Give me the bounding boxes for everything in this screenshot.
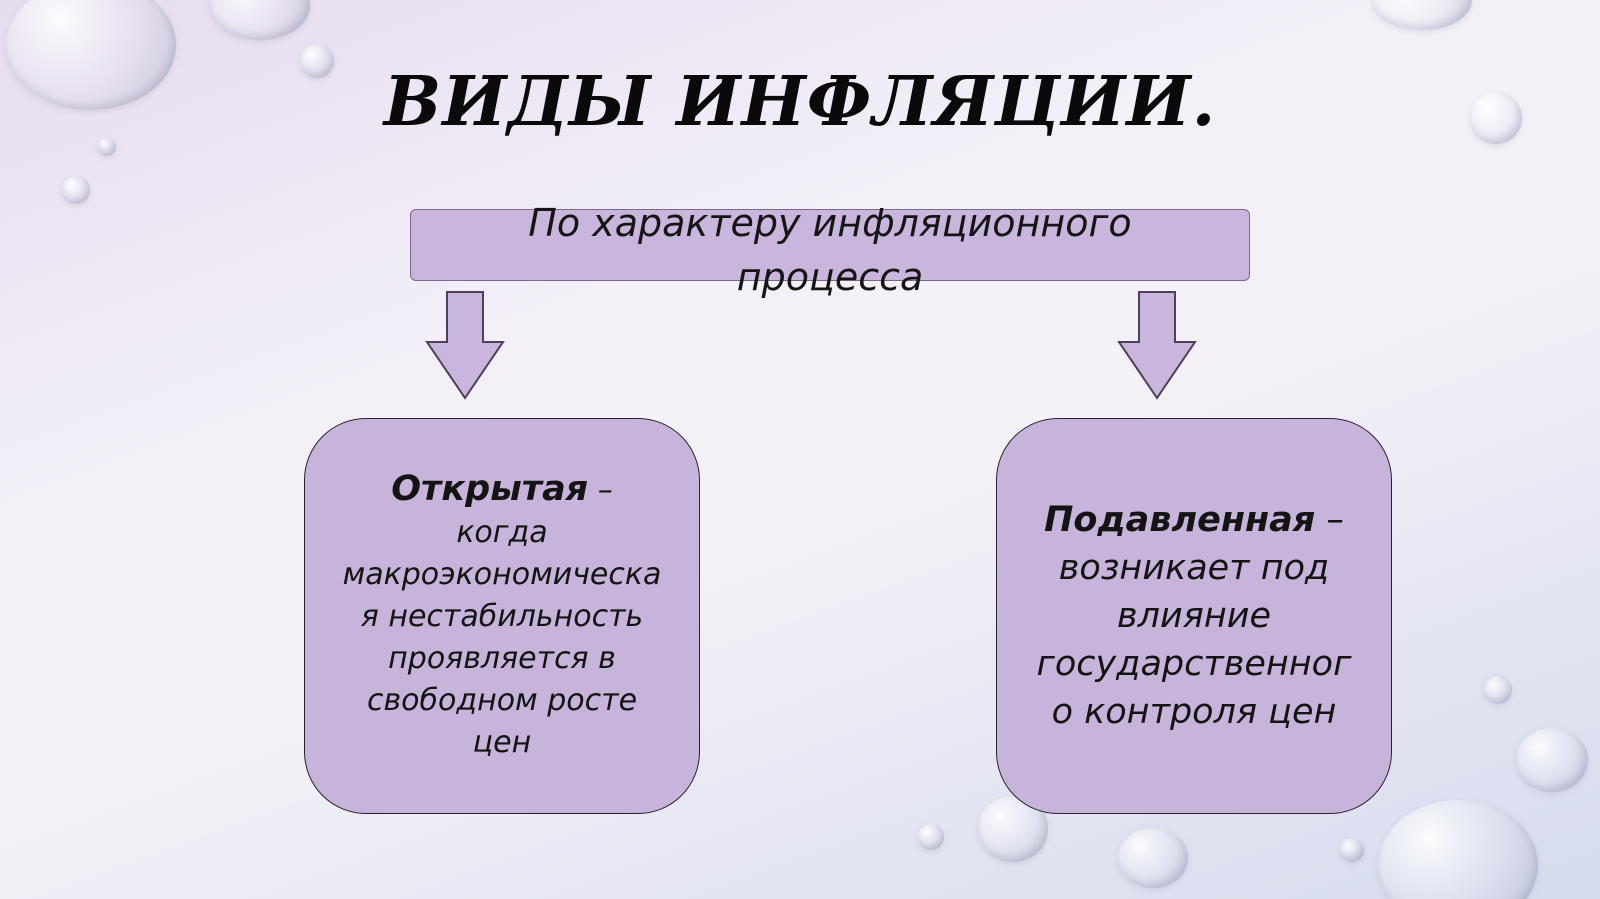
- open-inflation-line: я нестабильность: [360, 599, 644, 634]
- open-inflation-term: Открытая: [391, 469, 589, 509]
- root-category-box: [410, 209, 1250, 281]
- open-inflation-line: цен: [472, 725, 532, 760]
- down-arrow-left-icon: [425, 291, 505, 400]
- open-inflation-heading: Открытая –: [332, 468, 672, 512]
- water-drop-decoration: [62, 176, 90, 204]
- suppressed-inflation-term: Подавленная: [1044, 500, 1316, 540]
- water-drop-decoration: [1372, 0, 1472, 30]
- suppressed-inflation-line: возникает под: [1058, 548, 1330, 588]
- water-drop-decoration: [1516, 728, 1588, 792]
- suppressed-inflation-heading: Подавленная –: [1019, 496, 1369, 544]
- root-category-label: По характеру инфляционного процесса: [410, 196, 1250, 304]
- water-drop-decoration: [1378, 800, 1538, 899]
- suppressed-inflation-line: государственног: [1036, 644, 1352, 684]
- water-drop-decoration: [98, 138, 116, 156]
- water-drop-decoration: [918, 824, 944, 850]
- root-category-line-2: процесса: [736, 255, 924, 299]
- water-drop-decoration: [6, 0, 176, 110]
- water-drop-decoration: [1470, 92, 1522, 144]
- open-inflation-box: Открытая – когда макроэкономическа я нес…: [304, 418, 700, 814]
- water-drop-decoration: [1484, 676, 1512, 704]
- open-inflation-text: Открытая – когда макроэкономическа я нес…: [332, 468, 672, 764]
- open-inflation-line: макроэкономическа: [342, 557, 662, 592]
- open-inflation-dash: –: [588, 473, 613, 508]
- slide-title: ВИДЫ ИНФЛЯЦИИ.: [383, 62, 1217, 142]
- open-inflation-line: свободном росте: [366, 683, 638, 718]
- water-drop-decoration: [210, 0, 310, 40]
- suppressed-inflation-dash: –: [1315, 500, 1344, 540]
- suppressed-inflation-box: Подавленная – возникает под влияние госу…: [996, 418, 1392, 814]
- suppressed-inflation-line: о контроля цен: [1051, 692, 1337, 732]
- down-arrow-right-icon: [1117, 291, 1197, 400]
- open-inflation-line: когда: [456, 515, 548, 550]
- open-inflation-line: проявляется в: [388, 641, 616, 676]
- suppressed-inflation-text: Подавленная – возникает под влияние госу…: [1019, 496, 1369, 736]
- root-category-line-1: По характеру инфляционного: [528, 201, 1132, 245]
- water-drop-decoration: [1340, 838, 1364, 862]
- suppressed-inflation-line: влияние: [1117, 596, 1271, 636]
- water-drop-decoration: [1118, 828, 1188, 888]
- water-drop-decoration: [300, 44, 334, 78]
